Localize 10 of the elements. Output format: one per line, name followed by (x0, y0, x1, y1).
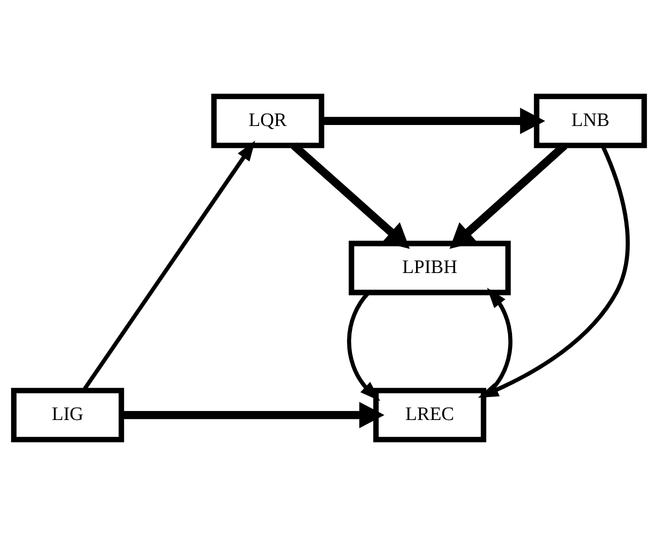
arrow (322, 107, 546, 134)
node-box: LQR (211, 93, 324, 148)
arrow (291, 142, 410, 248)
node-box: LNB (534, 93, 647, 148)
arrow (450, 142, 568, 248)
arrow (82, 140, 256, 391)
arrow (122, 401, 384, 428)
node-box: LPIBH (348, 240, 511, 295)
node-box: LIG (11, 387, 124, 442)
node-box: LREC (373, 387, 486, 442)
